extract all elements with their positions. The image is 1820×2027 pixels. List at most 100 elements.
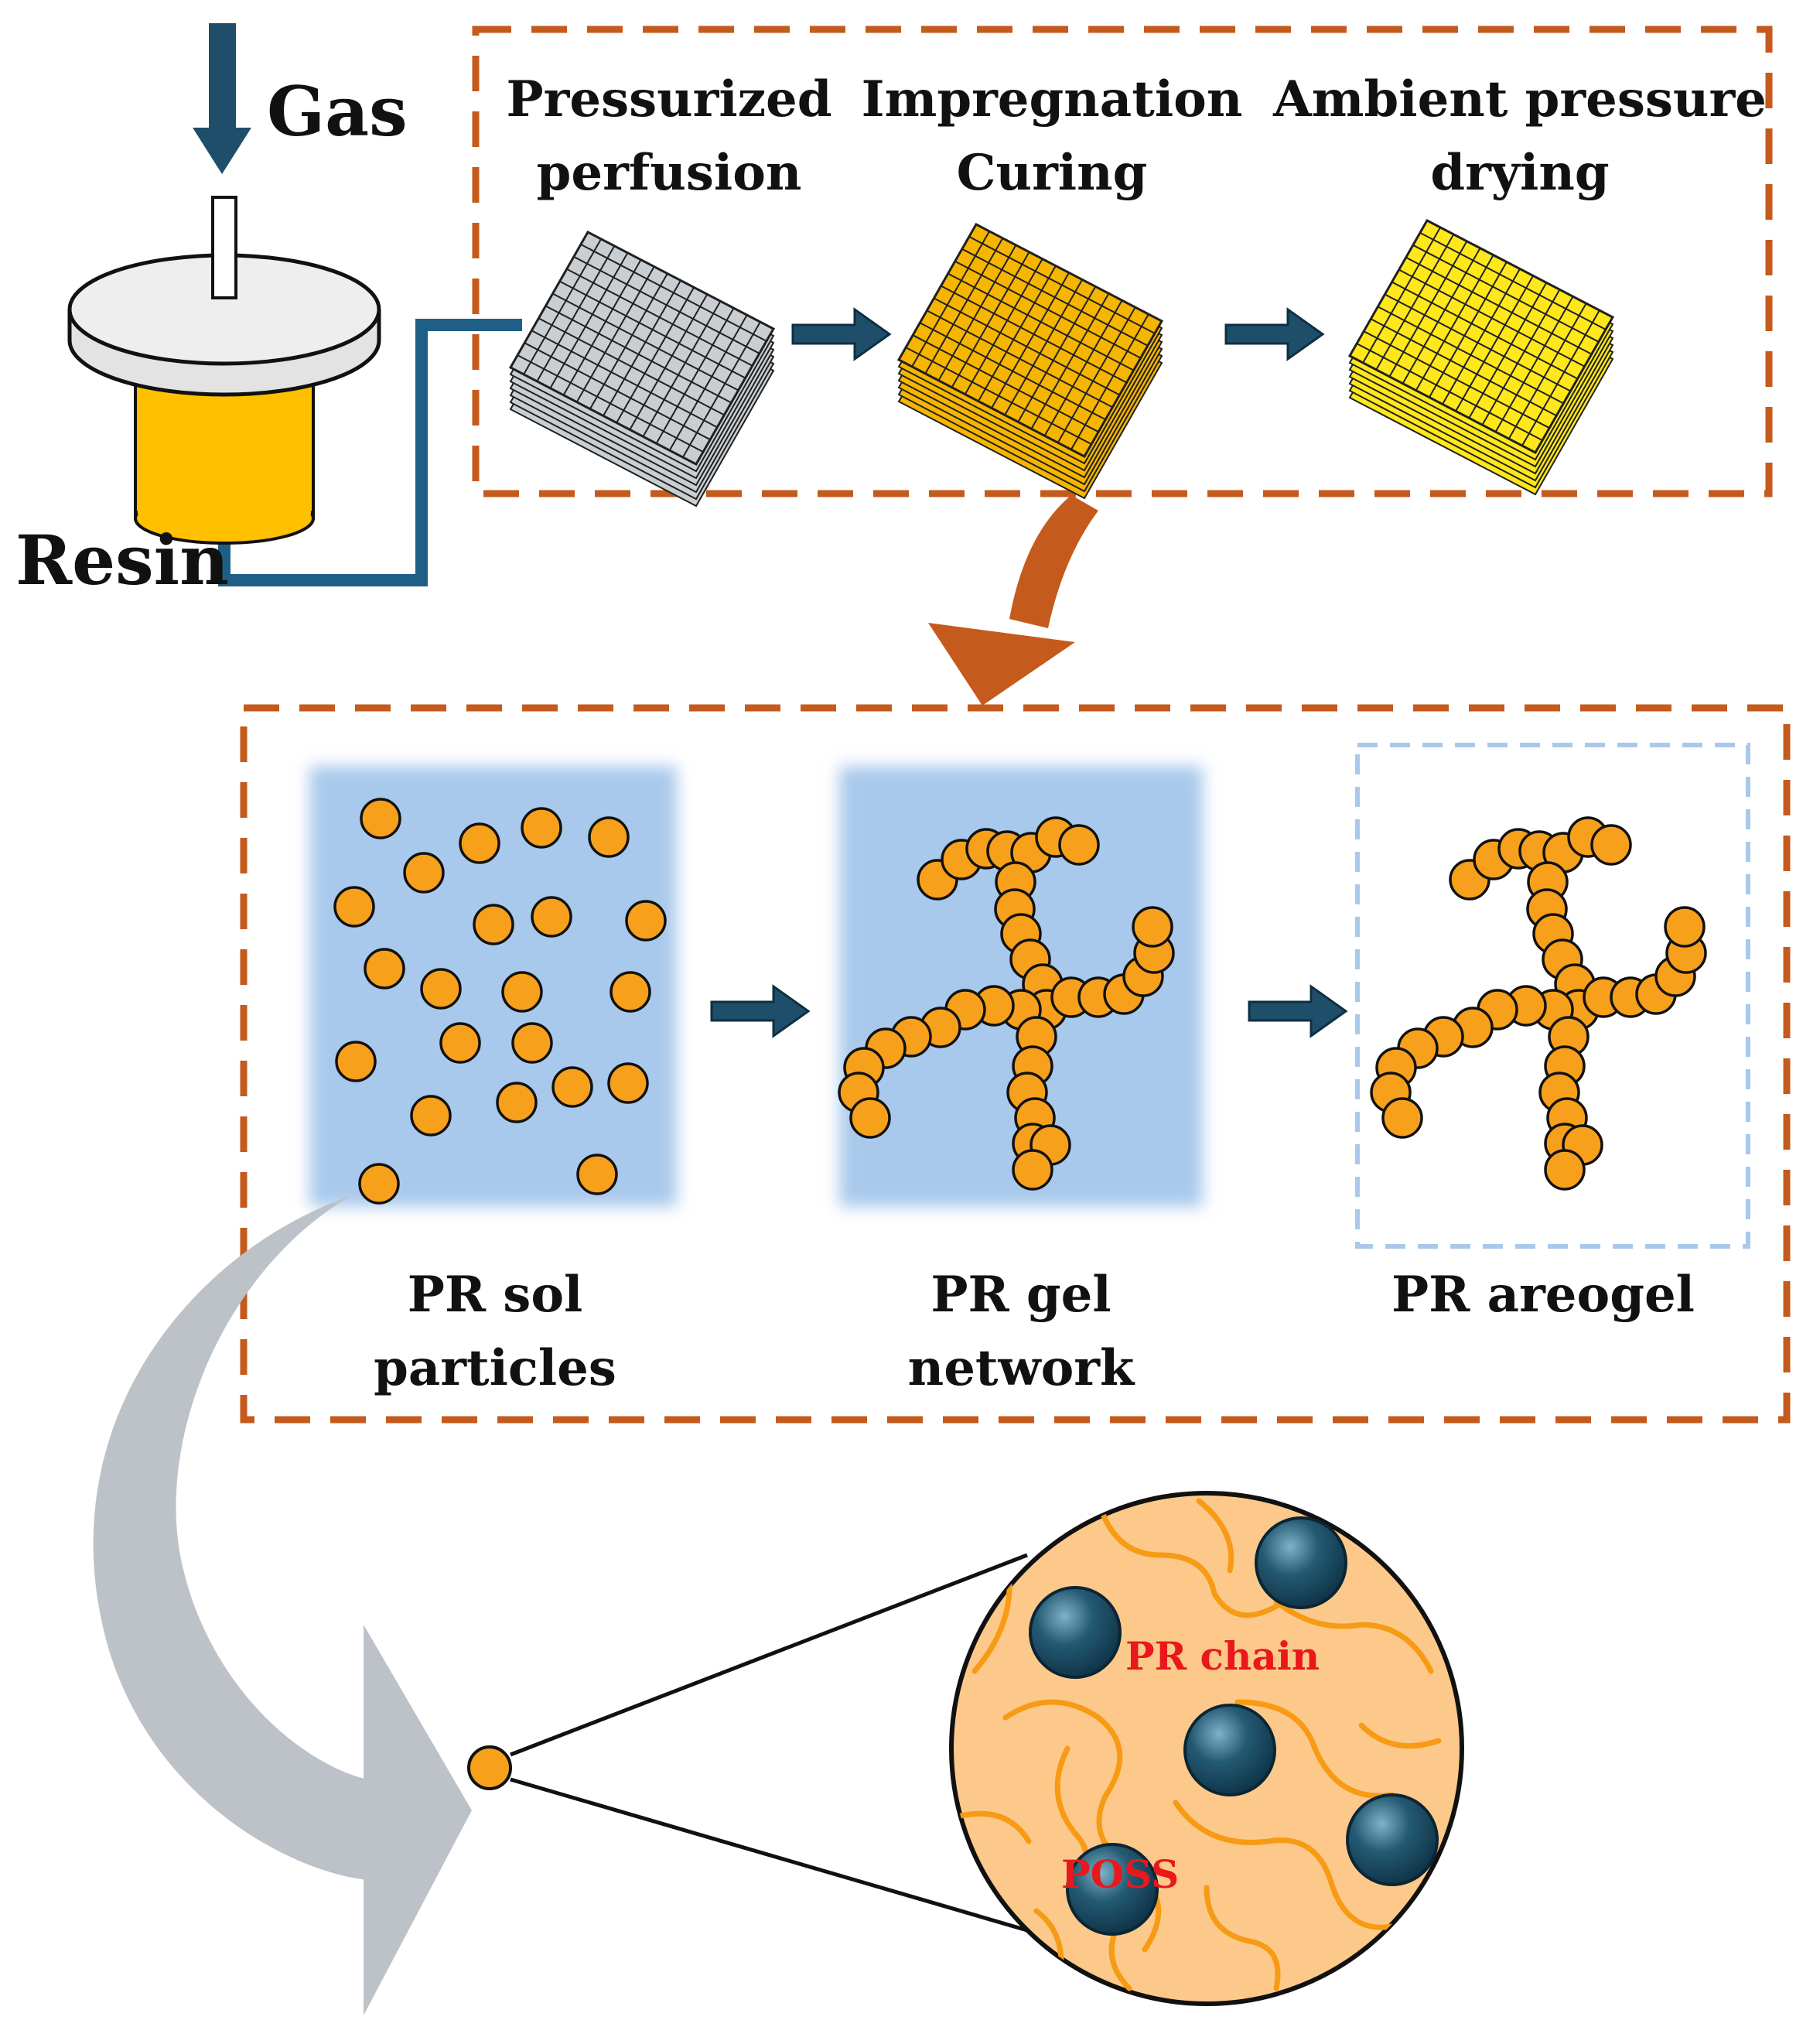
gray-curved-arrow <box>93 1195 472 2015</box>
poss-sphere <box>1346 1793 1439 1886</box>
gas-inlet: Gas <box>193 23 408 174</box>
sol-particle <box>420 968 462 1010</box>
block-raw-grid-line <box>616 286 695 423</box>
block-dried-grid-line <box>1481 289 1561 426</box>
block-raw-grid-line <box>531 330 718 429</box>
gas-label: Gas <box>267 71 408 152</box>
pr-chain <box>1273 1598 1434 1674</box>
block-cured-grid-line <box>948 272 1135 371</box>
right-arrow-icon <box>1224 307 1325 361</box>
poss-sphere <box>1255 1516 1347 1609</box>
honeycomb-block-dried <box>1347 219 1615 496</box>
pr-chain <box>1196 1498 1234 1574</box>
gel-particle <box>1058 824 1100 866</box>
big-curved-arrow <box>928 495 1098 706</box>
block-dried-grid-line <box>1362 227 1442 364</box>
block-raw-grid-line <box>580 244 767 342</box>
block-raw-grid-line <box>524 342 711 441</box>
block-raw-grid-line <box>566 268 753 367</box>
block-cured-grid-line <box>919 322 1106 421</box>
gel-network <box>838 816 1175 1191</box>
sol-particle <box>607 1062 649 1104</box>
aerogel-label: PR areogel <box>1391 1266 1695 1324</box>
poss-spheres <box>1029 1516 1439 1936</box>
block-raw-grid-line <box>629 293 709 430</box>
down-arrow-icon <box>193 23 251 174</box>
aerogel-particle <box>1590 824 1632 866</box>
sol-particle <box>335 1041 377 1082</box>
block-raw-grid-line <box>552 292 739 391</box>
gel-particle <box>849 1097 891 1139</box>
block-dried-grid-line <box>1391 281 1579 380</box>
pr-chain <box>1358 1722 1442 1749</box>
block-cured-grid-line <box>964 258 1043 395</box>
sol-particle <box>625 900 667 942</box>
block-dried-grid-line <box>1521 309 1600 446</box>
block-raw-grid-line <box>668 314 748 451</box>
poss-sphere <box>1029 1586 1122 1679</box>
block-raw-grid-line <box>655 307 735 444</box>
gel-label-line2: network <box>908 1339 1135 1397</box>
step1-label-line1: Pressurized <box>507 70 832 128</box>
block-raw-grid-line <box>589 273 668 410</box>
block-dried-grid-line <box>1363 330 1550 429</box>
block-cured-grid-line <box>1017 285 1097 422</box>
poss-label: POSS <box>1061 1851 1179 1897</box>
honeycomb-block-raw <box>508 231 776 508</box>
block-raw-grid-line <box>642 300 722 437</box>
step1-label-line2: perfusion <box>537 144 802 202</box>
honeycomb-block-cured <box>896 223 1164 500</box>
gel-particle <box>1012 1149 1053 1191</box>
block-dried-grid-line <box>1428 261 1508 398</box>
block-dried-grid-line <box>1494 296 1574 432</box>
block-dried-grid-line <box>1508 303 1587 439</box>
sol-particle <box>364 948 405 990</box>
block-dried-grid-line <box>1370 318 1557 417</box>
block-cured-grid-line <box>961 248 1149 347</box>
block-dried-grid-line <box>1412 244 1600 343</box>
aerogel-particle <box>1544 1149 1586 1191</box>
block-dried-grid-line <box>1468 282 1548 419</box>
resin-label: Resin <box>15 520 229 600</box>
step2-label-line2: Curing <box>957 144 1148 202</box>
step2-label-line1: Impregnation <box>862 70 1243 128</box>
right-arrow-icon <box>791 307 892 361</box>
step3-label-line2: drying <box>1430 144 1609 202</box>
block-cured-grid-line <box>977 265 1057 402</box>
block-dried-grid-line <box>1415 255 1494 391</box>
structure-frame <box>240 704 1791 1424</box>
resin-pipe <box>218 319 522 586</box>
block-cured-grid-line <box>991 272 1070 408</box>
sol-particle <box>333 886 375 928</box>
sol-particle <box>551 1066 593 1108</box>
poss-sphere <box>1183 1704 1276 1796</box>
block-raw-grid-line <box>549 252 629 389</box>
block-cured-grid-line <box>912 334 1099 433</box>
block-raw-grid-line <box>538 317 725 416</box>
pr-chain <box>1234 1699 1395 1799</box>
block-cured-grid-line <box>951 251 1030 388</box>
block-raw-grid-line <box>536 245 616 382</box>
block-raw-grid-line <box>545 305 732 404</box>
step3-label-line1: Ambient pressure <box>1272 70 1767 128</box>
block-cured-grid-line <box>911 231 991 367</box>
block-cured-grid-line <box>941 285 1128 384</box>
block-cured-grid-line <box>937 244 1017 381</box>
sol-particle <box>501 971 543 1013</box>
sol-particle <box>358 1163 400 1205</box>
aerogel-particle <box>1381 1097 1423 1139</box>
block-cured-grid-line <box>905 347 1092 445</box>
block-cured-grid-line <box>1004 279 1084 415</box>
sol-particle <box>511 1022 553 1064</box>
sol-particle <box>410 1095 452 1137</box>
pr-chain <box>1204 1885 1281 1991</box>
block-raw-grid-line <box>517 354 704 453</box>
block-cured-grid-line <box>954 260 1142 359</box>
block-cured-grid-line <box>924 238 1004 374</box>
block-cured-grid-line <box>926 309 1113 408</box>
block-dried-grid-line <box>1375 234 1455 371</box>
sol-particle <box>521 807 562 849</box>
block-dried-grid-line <box>1384 293 1571 392</box>
block-cured-grid-line <box>933 297 1120 396</box>
